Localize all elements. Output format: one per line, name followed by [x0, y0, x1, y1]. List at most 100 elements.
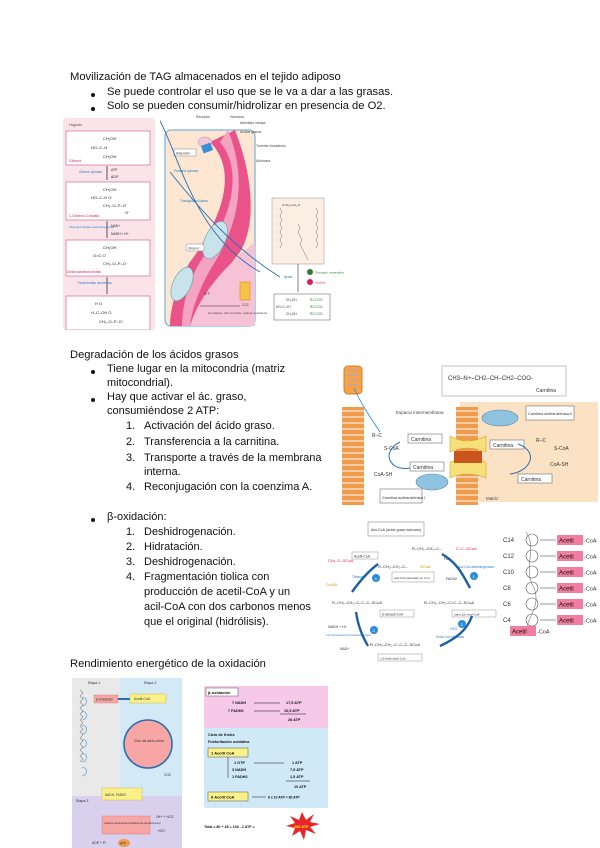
- svg-text:CH₂–O–P–O⁻: CH₂–O–P–O⁻: [103, 203, 128, 208]
- svg-text:CH₂OH: CH₂OH: [286, 312, 297, 316]
- carbon-label: C14: [503, 538, 515, 544]
- coa-suffix: -CoA: [584, 571, 597, 577]
- cofactor-coash: CoASH: [326, 583, 338, 587]
- cofactor-nadh: NADH + H+: [328, 625, 347, 629]
- step-label: Dihidroxiacetona fosfato: [67, 270, 101, 274]
- yield-left: 7 NADH: [232, 701, 246, 705]
- stages-svg: Etapa 1 Etapa 2 Etapa 3 β-Oxidación Acet…: [72, 678, 182, 848]
- gap-box: [65, 295, 151, 330]
- svg-text:O=C O: O=C O: [93, 253, 106, 258]
- glycerol-pathway-svg: Hígado CH₂OH HO–C–H CH₂OH Glicerol Glice…: [65, 122, 151, 330]
- acetyl-box: [557, 535, 583, 545]
- starburst-icon: [286, 812, 320, 840]
- beta-total: 28 ATP: [288, 718, 301, 722]
- carbon-label: C10: [503, 570, 515, 576]
- product: R2-COO-: [310, 305, 323, 309]
- yield-svg: β-oxidación 7 NADH 17,5 ATP 7 FADH2 10,5…: [204, 686, 328, 840]
- bullet-dot: [91, 370, 95, 374]
- carbon-label: C12: [503, 554, 515, 560]
- carbon-label: C8: [503, 586, 511, 592]
- tag-structure-box: [271, 197, 325, 265]
- label-receptor: Receptor: [196, 115, 211, 119]
- stage1-label: Etapa 1: [88, 681, 100, 685]
- step-text: Transferencia a la carnitina.: [144, 436, 280, 448]
- atp-label: ATP: [120, 842, 126, 846]
- beta-cycle-svg: Acil-CoA (ácido graso activado) R–CH₂–CH…: [326, 521, 497, 662]
- step-text: que el original (hidrólisis).: [144, 616, 269, 628]
- intermediate-shortened: Acil-CoA (acortado en 2 C): [394, 576, 430, 580]
- step-text: Fragmentación tiolica con: [144, 571, 270, 583]
- label-adipocyte: Adipocito: [176, 152, 190, 156]
- h2o-label: H2O: [158, 829, 165, 833]
- krebs-total: 10 ATP: [294, 785, 307, 789]
- total-equation: Total = 80 + 28 = 108 - 2 ATP =: [204, 825, 255, 829]
- krebs-label: Ciclo del ácido cítrico: [134, 739, 164, 743]
- cleavage-circle: [525, 565, 539, 579]
- svg-text:C–C–SCoA: C–C–SCoA: [456, 546, 477, 551]
- total-result: 106 ATP: [294, 825, 309, 829]
- section-heading-tag-mobilization: Movilización de TAG almacenados en el te…: [70, 71, 341, 83]
- step-text: Deshidrogenación.: [144, 526, 236, 538]
- intermediate-hydroxyacyl: L-β-hidroxiacil-CoA: [380, 657, 406, 661]
- krebs-right: 1,5 ATP: [290, 775, 304, 779]
- acetyl-label: Acetil: [559, 571, 574, 577]
- enzyme-label: Glicerol quinasa: [79, 170, 102, 174]
- enzyme-thiolase: Tiolasa: [352, 575, 363, 579]
- svg-text:CH₂–O–P–O⁻: CH₂–O–P–O⁻: [99, 319, 124, 324]
- svg-text:HO–C–H O: HO–C–H O: [91, 195, 111, 200]
- step-number: 4: [375, 576, 378, 581]
- acetyl-label: Acetil: [559, 539, 574, 545]
- cofactor: ATP: [111, 168, 118, 172]
- svg-text:R–CH₂–CH₂–C=C–C–SCoA: R–CH₂–CH₂–C=C–C–SCoA: [424, 600, 474, 605]
- svg-text:R–CH₂–CH₂–C–C–C–SCoA: R–CH₂–CH₂–C–C–C–SCoA: [332, 600, 382, 605]
- stage2-label: Etapa 2: [144, 681, 156, 685]
- step-label: Glicerol: [69, 159, 81, 163]
- svg-text:O⁻: O⁻: [125, 210, 130, 215]
- beta-title: β-oxidación: [208, 690, 231, 695]
- enzyme-hydratase: Enoil-CoA hidratasa: [436, 635, 464, 639]
- svg-text:O CH₂ CH₂ O: O CH₂ CH₂ O: [282, 203, 301, 207]
- step-text: Activación del ácido graso.: [144, 420, 275, 432]
- acetyl-box: [557, 567, 583, 577]
- step-number: 1.: [126, 526, 136, 538]
- krebs-right: 1 ATP: [292, 761, 303, 765]
- cofactor-h2o: H2O: [450, 627, 458, 631]
- regulator-label: Glucagón, adrenalina: [315, 271, 344, 275]
- enzyme-label: Glicerol-3-fosfato deshidrogenasa: [69, 225, 114, 229]
- panel-label: Hígado: [69, 122, 83, 127]
- intermediate-enoyl: trans-Δ2-enoil-CoA: [454, 613, 480, 617]
- cycle-title: Acil-CoA (ácido graso activado): [371, 528, 421, 532]
- cofactor: NAD+: [111, 224, 120, 228]
- figure-glycerol-pathway: Hígado CH₂OH HO–C–H CH₂OH Glicerol Glice…: [63, 118, 155, 330]
- step-number: 4.: [126, 571, 136, 583]
- coa-suffix: -CoA: [584, 587, 597, 593]
- adipocyte-svg: Adipocito Receptor Hormona Adenilato cic…: [160, 115, 344, 327]
- figure-carnitine-shuttle: CH3–N+–CH2–CH–CH2–COO- Carnitina Espacio…: [340, 362, 598, 507]
- bullet-line: Tiene lugar en la mitocondria (matriz: [107, 363, 286, 375]
- eight-acetyl-result: 8 x 10 ATP = 80 ATP: [268, 796, 300, 800]
- cofactor-fadh2: FADH2: [446, 577, 457, 581]
- svg-text:CH₂OH: CH₂OH: [103, 187, 116, 192]
- acetyl-box: [557, 551, 583, 561]
- acetyl-label: Acetil: [559, 587, 574, 593]
- figure-oxidation-stages: Etapa 1 Etapa 2 Etapa 3 β-Oxidación Acet…: [72, 678, 182, 848]
- oxphos-title: Fosforilación oxidativa: [208, 740, 250, 744]
- formula: CH3–N+–CH2–CH–CH2–COO-: [448, 376, 533, 382]
- carnitine-label: Carnitina: [411, 437, 431, 443]
- carnitine-label: Carnitina: [493, 443, 513, 449]
- beta-ox-label: β-Oxidación: [96, 698, 113, 702]
- step-number: 3.: [126, 452, 136, 464]
- bullet-dot: [91, 93, 95, 97]
- acetyl-label: Acetil: [512, 630, 527, 636]
- coa-suffix: -CoA: [584, 555, 597, 561]
- chain-line: [525, 531, 537, 631]
- eight-acetyl-box: 8 Acetil CoA: [211, 795, 235, 800]
- adp-label: ADP + Pi: [92, 841, 106, 845]
- cat2-enzyme: [481, 409, 519, 427]
- svg-text:CH₂–O–P–O⁻: CH₂–O–P–O⁻: [103, 261, 128, 266]
- dhap-box: [65, 239, 151, 277]
- step-number: 1: [473, 574, 476, 579]
- cat1-enzyme: [415, 473, 449, 491]
- lipase-label: lipasa: [284, 275, 293, 279]
